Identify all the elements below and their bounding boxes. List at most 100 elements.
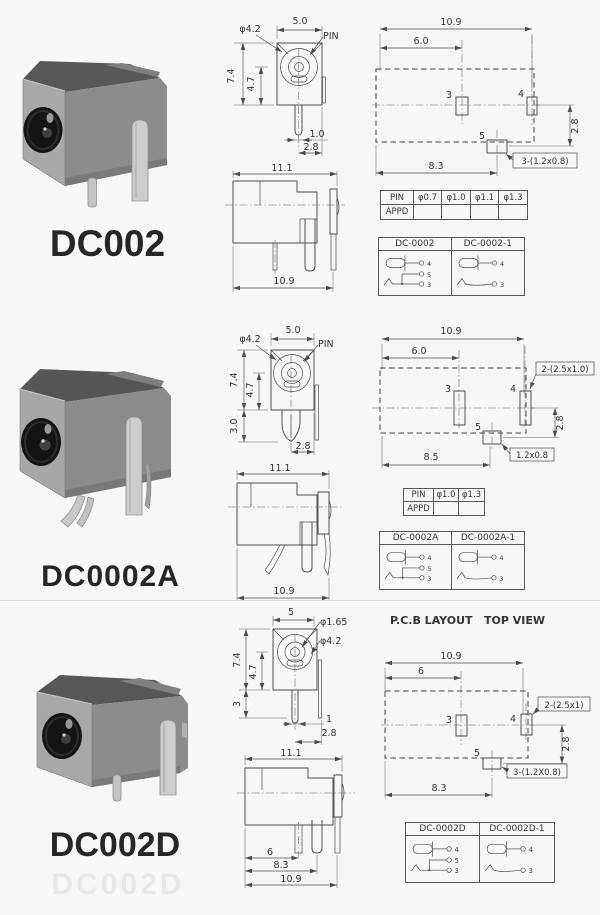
pad5-label: 5 [474,748,480,759]
pin-label: 5 [427,565,431,573]
dimensions: 10.9 6.0 [379,17,533,90]
variant-header: DC-0002A DC-0002A-1 [380,532,524,545]
pin-label: 3 [427,575,431,583]
dim-w-left: 6.0 [413,36,428,47]
dim-dia-inner: φ1.65 [320,617,347,628]
note-pad5: 1.2x0.8 [516,451,548,461]
dim-h-total: 7.4 [229,372,240,387]
note-pads: 3-(1.2x0.8) [521,157,568,167]
note-slots: 2-(2.5x1.0) [541,365,588,375]
dim-width: 5.0 [285,325,300,336]
pin-label: 4 [455,846,459,854]
dim-width: 5.0 [292,16,307,27]
pin-label: 3 [529,867,533,875]
pin-label: 3 [500,281,504,289]
pads: 3 4 5 [445,384,532,445]
pcb-layout-header: P.C.B LAYOUT TOP VIEW [390,614,546,627]
dc002-side-view-drawing: 11.1 10.9 [225,163,345,292]
variant-name: DC-0002-1 [463,239,512,249]
product-photo-dc0002a [19,369,171,528]
variant-body: 4 5 3 4 3 [379,251,524,295]
dim-pin-off: 2.8 [321,728,336,739]
product-label-dc0002a: DC0002A [41,560,180,593]
dim-dia: φ4.2 [239,334,260,345]
variant-name: DC-0002D-1 [489,824,545,834]
dc002-pcb-layout: 10.9 6.0 3 4 5 2.8 8.3 3-(1.2x0.8) [372,17,581,176]
variant-name: DC-0002D [406,823,480,835]
dim-pin-len: 3 [232,701,243,707]
dimensions: 10.9 6.0 [381,326,525,393]
pad4-label: 4 [510,384,516,395]
dim-pin-off: 2.8 [303,142,318,153]
dc0002a-top-view-drawing: 5.0 φ4.2 PIN 7.4 4.7 3.0 2.8 [229,325,334,455]
note-slots: 2-(2.5x1) [544,701,583,711]
board-outline [381,671,535,776]
schematic-2pin: 4 3 [452,251,524,295]
pad5-label: 5 [479,131,485,142]
section-divider [0,600,600,601]
cell [434,502,459,515]
dim-pin: PIN [318,339,334,350]
body-outline [270,349,319,454]
dim-top-w: 11.1 [269,463,290,474]
board-outline [372,346,534,451]
pin-label: 4 [427,260,431,268]
variant-body: 4 5 3 4 3 [406,836,554,882]
dim-pin: PIN [323,31,339,42]
cell: φ1.0 [434,489,459,502]
schematic-2pin: 4 3 [452,545,524,589]
pad3-label: 3 [446,715,452,726]
cell [499,205,527,219]
dim-top-w: 11.1 [271,163,292,174]
note-pads: 3-(1.2X0.8) [513,768,561,778]
body-outline [237,767,355,857]
notes: 2-(2.5x1.0) 1.2x0.8 [501,361,595,462]
dc0002a-pin-table: PIN φ1.0 φ1.3 APPD [403,488,485,516]
dim-h-right: 2.8 [570,118,581,133]
product-photo-dc002d [36,675,188,802]
variant-header: DC-0002 DC-0002-1 [379,238,524,251]
dim-dia: φ4.2 [239,24,260,35]
dim-h-inner: 4.7 [248,664,259,679]
cell [459,502,484,515]
product-label-dc002: DC002 [49,223,166,264]
cell [442,205,471,219]
dimensions: 5.0 φ4.2 PIN 7.4 4.7 3.0 2.8 [229,325,334,455]
dim-h-total: 7.4 [226,68,237,83]
variant-body: 4 5 3 4 3 [380,545,524,589]
dim-width: 5 [288,607,294,618]
dimensions: 11.1 6 8.3 10.9 [244,748,343,888]
dim-w-bottom: 8.5 [423,452,438,463]
dim-w-left: 6.0 [411,346,426,357]
dimensions: 5 φ1.65 φ4.2 7.4 4.7 3 1 2.8 [232,607,347,745]
dim-pin-off: 2.8 [295,441,310,452]
dim-bottom-w: 10.9 [273,276,294,287]
cell: φ1.3 [499,191,527,205]
dc0002a-pcb-layout: 10.9 6.0 3 4 5 2-(2.5x1.0) 1.2x0.8 2.8 8… [372,326,595,468]
dim-h-inner: 4.7 [246,76,257,91]
body-outline [228,482,342,577]
watermark: DC002D [51,868,185,901]
dim-w-total: 10.9 [440,651,461,662]
dim-w-total: 10.9 [440,326,461,337]
cell: φ1.1 [471,191,499,205]
dim-w-left: 6 [418,666,424,677]
pad3-label: 3 [446,90,452,101]
pin-label: 3 [455,867,459,875]
pin-label: 5 [427,271,431,279]
dim-top-w: 11.1 [280,748,301,759]
variant-name: DC-0002A [380,532,452,544]
pin-label: 3 [427,281,431,289]
dc002d-variant-table: DC-0002D DC-0002D-1 4 5 3 [405,822,555,883]
pin-label: 3 [499,575,503,583]
dimensions: 11.1 10.9 [232,163,338,292]
body-outline [276,42,326,150]
dim-a: 6 [267,847,273,858]
dim-pin-len: 3.0 [229,418,240,433]
pin-label: 5 [455,857,459,865]
cell: φ0.7 [414,191,442,205]
dimensions: 10.9 6 [384,651,524,715]
pin-label: 4 [427,554,431,562]
pin-label: 4 [529,846,533,854]
dc002-variant-table: DC-0002 DC-0002-1 4 5 3 [378,237,525,296]
